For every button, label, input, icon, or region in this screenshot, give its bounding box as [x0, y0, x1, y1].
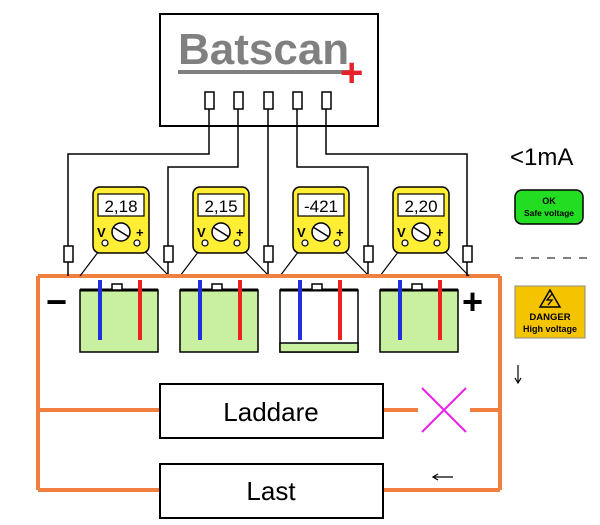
load-box	[159, 463, 384, 519]
cell-2-cap	[211, 283, 223, 291]
device-logo: Batscan	[178, 25, 349, 74]
meter-reading: 2,15	[204, 197, 237, 216]
arrow-left-icon	[431, 473, 453, 481]
sense-wire-4	[296, 109, 369, 246]
meter-reading: 2,18	[104, 197, 137, 216]
fuse-2	[163, 245, 174, 263]
electrodes	[98, 280, 442, 340]
meter-reading: 2,20	[404, 197, 437, 216]
cell-4-cap	[411, 283, 423, 291]
charger: Laddare	[159, 383, 384, 439]
cell-4	[379, 283, 459, 353]
cell-2	[179, 283, 259, 353]
load-label: Last	[246, 476, 296, 506]
cell-3-low-level	[279, 342, 359, 353]
meter-display	[97, 193, 145, 217]
sense-wire-5	[325, 109, 468, 246]
meter-socket-com	[401, 239, 409, 247]
danger-badge-subtitle: High voltage	[523, 324, 577, 334]
minus-terminal-label: −	[46, 281, 67, 322]
arrow-down-icon	[514, 365, 522, 385]
meter-plus-label: +	[236, 225, 244, 240]
meter-socket-com	[201, 239, 209, 247]
meter-socket-com	[101, 239, 109, 247]
high-voltage-icon	[538, 288, 562, 308]
arrow-down-head	[514, 377, 522, 385]
cell-3-cap	[311, 283, 323, 291]
meter-socket-v	[233, 239, 241, 247]
sense-wire-2	[167, 109, 239, 246]
meter-dial-needle	[212, 226, 230, 238]
sense-fuses	[63, 245, 473, 263]
warning-triangle	[538, 288, 562, 308]
ok-badge: OK Safe voltage	[514, 189, 584, 225]
meter-plus-label: +	[336, 225, 344, 240]
meter-reading: -421	[304, 197, 338, 216]
charger-box	[159, 383, 384, 439]
cell-1-cap	[111, 283, 123, 291]
danger-badge-title: DANGER	[529, 312, 570, 323]
sense-wires	[67, 109, 468, 276]
meter-unit-label: V	[397, 225, 406, 240]
danger-badge: DANGER High voltage	[514, 285, 586, 339]
meter-display	[197, 193, 245, 217]
cell-2-body	[179, 289, 259, 353]
meter-dial-needle	[112, 226, 130, 238]
multimeter-2: 2,15V +	[179, 186, 270, 277]
load: Last	[159, 463, 384, 519]
meter-socket-v	[433, 239, 441, 247]
meter-socket-v	[133, 239, 141, 247]
cell-3-body	[279, 289, 359, 353]
cell-4-body	[379, 289, 459, 353]
ok-badge-title: OK	[542, 196, 556, 206]
sense-wire-1	[67, 109, 210, 246]
meter-dial-needle	[312, 226, 330, 238]
connector-3	[263, 91, 274, 110]
switch-stroke-2	[421, 387, 467, 433]
logo-plus-icon: +	[340, 51, 363, 95]
cell-1-body	[79, 289, 159, 353]
arrow-left-head	[431, 473, 439, 481]
fuse-4	[363, 245, 374, 263]
connector-2	[233, 91, 244, 110]
meter-display	[297, 193, 345, 217]
meter-socket-v	[333, 239, 341, 247]
meter-display	[397, 193, 445, 217]
fuse-1	[63, 245, 74, 263]
meter-plus-label: +	[136, 225, 144, 240]
battery-cells	[79, 283, 459, 353]
multimeter-4: 2,20V +	[379, 186, 470, 277]
plus-terminal-label: +	[462, 281, 483, 322]
fuse-3	[263, 245, 274, 263]
meter-socket-com	[301, 239, 309, 247]
connector-1	[204, 91, 215, 110]
meter-dial-needle	[412, 226, 430, 238]
lightning-bolt	[545, 293, 554, 306]
charger-label: Laddare	[223, 397, 318, 427]
ok-badge-bg	[514, 189, 584, 225]
current-label: <1mA	[510, 144, 573, 171]
cell-1	[79, 283, 159, 353]
multimeter-1: 2,18V +	[79, 186, 170, 277]
cell-3	[279, 283, 359, 353]
meter-unit-label: V	[297, 225, 306, 240]
open-switch-icon	[421, 387, 467, 433]
batscan-device: Batscan +	[159, 13, 379, 127]
meter-unit-label: V	[97, 225, 106, 240]
fuse-5	[462, 245, 473, 263]
ok-badge-subtitle: Safe voltage	[524, 208, 574, 218]
meter-unit-label: V	[197, 225, 206, 240]
connector-5	[321, 91, 332, 110]
connector-4	[292, 91, 303, 110]
meter-plus-label: +	[436, 225, 444, 240]
